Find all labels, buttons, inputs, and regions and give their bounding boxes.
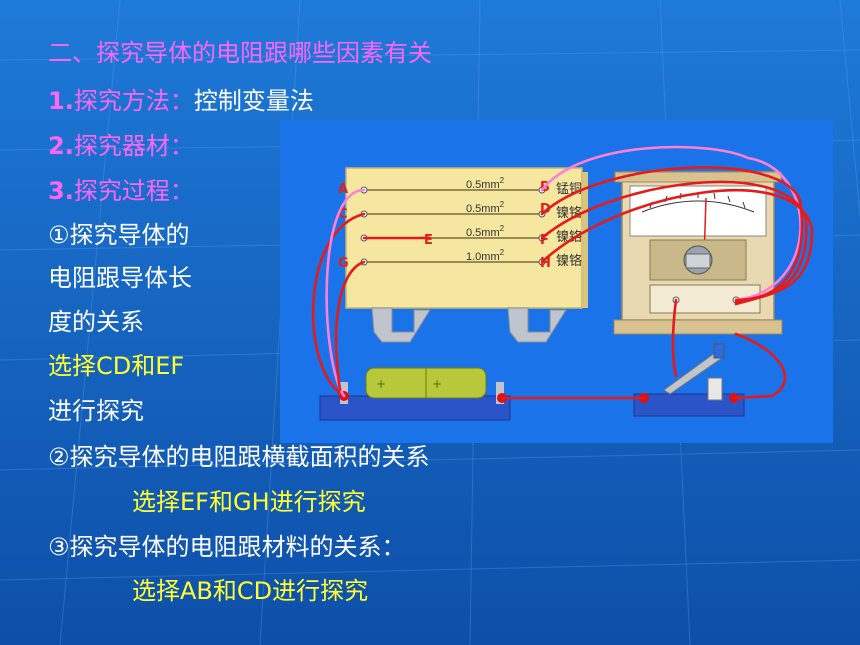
lead-d-meter [540,166,804,302]
label-c: C [338,207,348,222]
wire-ef-area: 0.5mm2 [466,224,505,239]
label-g: G [338,256,349,271]
equipment-label: 探究器材： [73,132,194,160]
step2-choice: 选择EF和GH进行探究 [132,488,366,516]
wire-ab-area: 0.5mm2 [466,176,505,191]
process-line: 3.探究过程： [48,176,194,206]
lead-h-meter [540,189,814,306]
label-a: A [338,182,348,197]
step1-line-3: 度的关系 [48,308,144,336]
step1-line-2: 电阻跟导体长 [48,264,192,292]
circuit-illustration: 0.5mm2 0.5mm2 0.5mm2 1.0mm2 锰铜 镍铬 镍铬 镍铬 … [280,120,833,443]
step1-choice: 选择CD和EF [48,352,185,380]
method-line: 1.探究方法：控制变量法 [48,86,314,116]
lead-battery-c [311,212,366,398]
label-f: F [540,233,549,248]
svg-text:+: + [376,377,386,391]
step3-choice: 选择AB和CD进行探究 [132,577,369,605]
wire-gh-material: 镍铬 [556,253,582,269]
process-label: 探究过程： [73,177,194,205]
process-number: 3. [48,177,74,205]
lead-meter-switch [671,298,678,378]
ammeter [613,171,783,335]
wire-ef-material: 镍铬 [556,229,582,245]
equipment-line: 2.探究器材： [48,131,194,161]
lead-switch-meter [732,332,786,400]
lead-battery-a [325,188,366,398]
slide-heading: 二、探究导体的电阻跟哪些因素有关 [48,39,432,67]
step3-title: ③探究导体的电阻跟材料的关系： [48,533,406,561]
equipment-number: 2. [48,132,74,160]
lead-battery-g [334,260,366,392]
battery: + + [319,367,511,421]
label-h: H [540,256,551,271]
switch [633,343,745,417]
circuit-diagram: 0.5mm2 0.5mm2 0.5mm2 1.0mm2 锰铜 镍铬 镍铬 镍铬 … [280,120,833,443]
label-e: E [424,233,433,248]
step2-title: ②探究导体的电阻跟横截面积的关系 [48,443,430,471]
step1-line-1: ①探究导体的 [48,221,190,249]
step1-action: 进行探究 [48,397,144,425]
wire-gh-area: 1.0mm2 [466,248,505,263]
lead-b-meter [540,145,802,302]
method-number: 1. [48,87,74,115]
svg-text:+: + [432,377,442,391]
lead-f-meter [540,180,808,304]
method-label: 探究方法： [73,87,194,115]
wire-cd-area: 0.5mm2 [466,200,505,215]
method-value: 控制变量法 [193,87,314,115]
